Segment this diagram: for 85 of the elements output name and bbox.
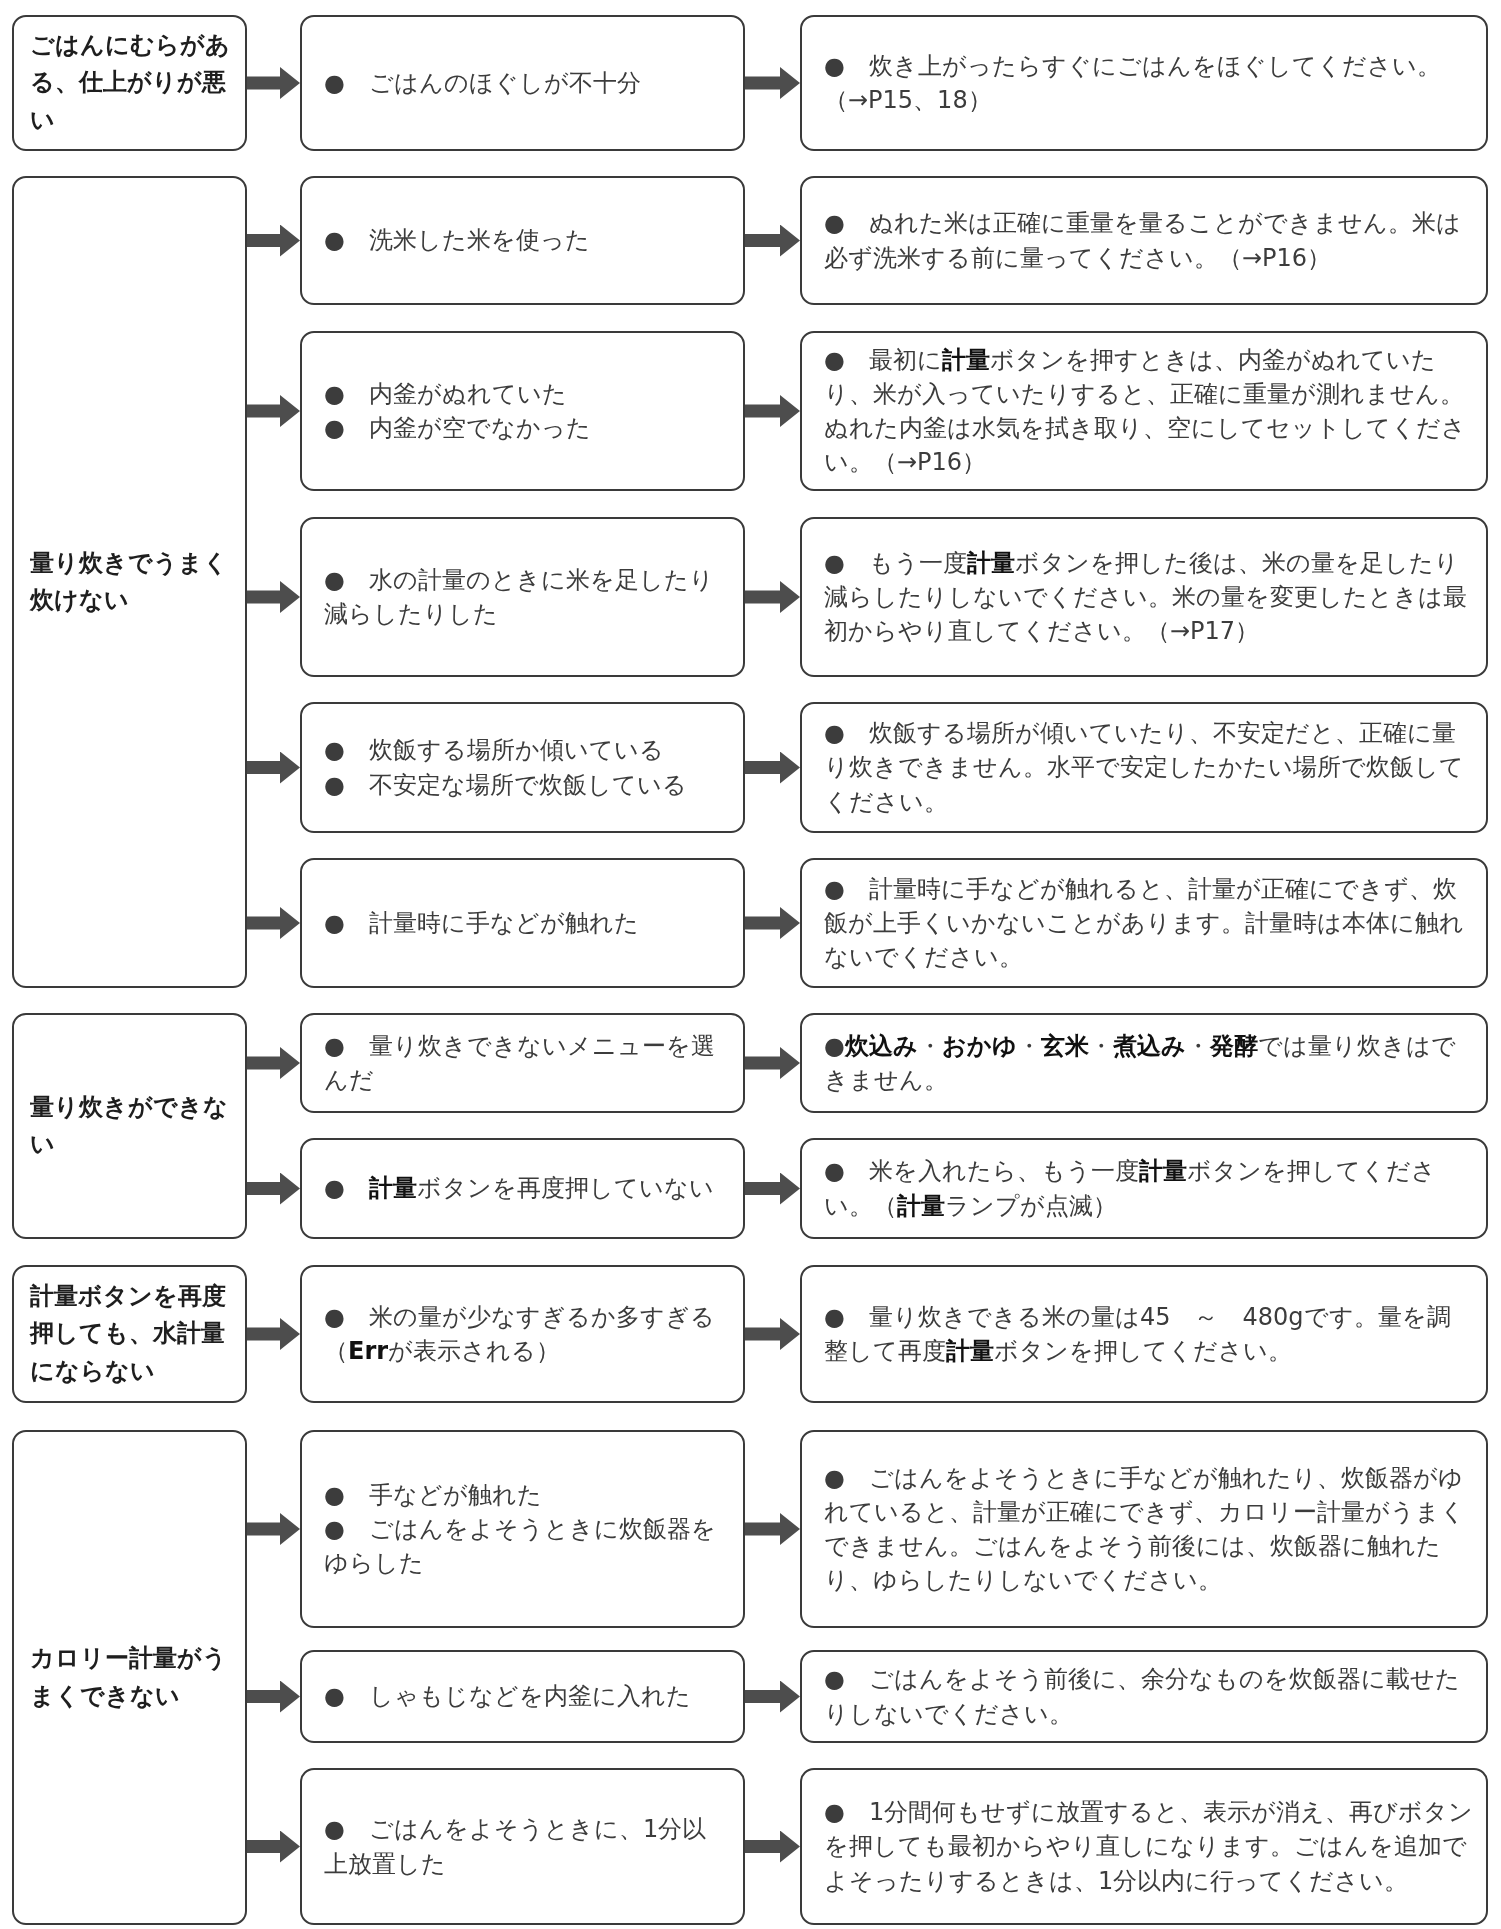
- cause-text: ● 計量時に手などが触れた: [324, 907, 639, 939]
- arrow: [745, 1830, 800, 1863]
- arrow: [745, 1318, 800, 1350]
- remedy-box: [800, 176, 1488, 305]
- remedy-box: [800, 1013, 1488, 1113]
- arrow: [745, 224, 800, 257]
- arrow: [745, 907, 800, 939]
- symptom-box: [12, 176, 247, 988]
- cause-text: ● 不安定な場所で炊飯している: [324, 769, 687, 801]
- arrow: [247, 395, 300, 427]
- cause-text: ● 米の量が少なすぎるか多すぎる（Errが表示される）: [324, 1301, 716, 1367]
- cause-text: ● 内釜がぬれていた: [324, 378, 567, 410]
- cause-text: ● 内釜が空でなかった: [324, 413, 591, 444]
- remedy-text: ● もう一度計量ボタンを押した後は、米の量を足したり減らしたりしないでください。米の量を変更したときは最初からやり直してください。（→P17）: [824, 547, 1468, 648]
- cause-box: [300, 702, 745, 833]
- arrow: [247, 1172, 300, 1205]
- symptom-text: 計量ボタンを再度押しても、水計量にならない: [30, 1281, 227, 1387]
- arrow: [247, 1830, 300, 1863]
- arrow: [247, 67, 300, 99]
- remedy-text: ● ごはんをよそうときに手などが触れたり、炊飯器がゆれていると、計量が正確にできず、カロリー計量がうまくできません。ごはんをよそう前後には、炊飯器に触れたり、ゆらしたりしないでください。: [824, 1462, 1466, 1597]
- cause-box: [300, 517, 745, 677]
- remedy-box: [800, 1138, 1488, 1239]
- symptom-box: [12, 1013, 247, 1239]
- cause-box: [300, 176, 745, 305]
- symptom-box: [12, 1430, 247, 1925]
- remedy-text: ● ごはんをよそう前後に、余分なものを炊飯器に載せたりしないでください。: [824, 1664, 1461, 1730]
- cause-text: ● しゃもじなどを内釜に入れた: [324, 1681, 691, 1713]
- cause-text: ● 手などが触れた: [324, 1479, 542, 1511]
- arrow: [745, 395, 800, 427]
- remedy-box: [800, 1430, 1488, 1628]
- cause-box: [300, 1138, 745, 1239]
- remedy-box: [800, 331, 1488, 491]
- remedy-text: ● 1分間何もせずに放置すると、表示が消え、再びボタンを押しても最初からやり直しになります。ごはんを追加でよそったりするときは、1分以内に行ってください。: [824, 1797, 1474, 1897]
- cause-box: [300, 1265, 745, 1403]
- arrow: [247, 751, 300, 784]
- cause-text: ● ごはんをよそうときに、1分以上放置した: [324, 1814, 708, 1880]
- arrow: [745, 581, 800, 613]
- symptom-box: [12, 1265, 247, 1403]
- cause-box: [300, 1650, 745, 1743]
- arrow: [247, 1047, 300, 1079]
- remedy-box: [800, 702, 1488, 833]
- arrow: [745, 67, 800, 99]
- remedy-text: ●炊込み・おかゆ・玄米・煮込み・発酵では量り炊きはできません。: [824, 1030, 1457, 1096]
- symptom-text: 量り炊きでうまく炊けない: [30, 547, 229, 616]
- arrow: [745, 1680, 800, 1713]
- remedy-text: ● 計量時に手などが触れると、計量が正確にできず、炊飯が上手くいかないことがあります。計量時は本体に触れないでください。: [824, 873, 1465, 974]
- arrow: [745, 1047, 800, 1079]
- cause-box: [300, 1768, 745, 1925]
- arrow: [745, 1172, 800, 1205]
- remedy-box: [800, 1768, 1488, 1925]
- arrow: [247, 581, 300, 613]
- symptom-box: [12, 15, 247, 151]
- remedy-text: ● 量り炊きできる米の量は45 ～ 480gです。量を調整して再度計量ボタンを押してください。: [824, 1301, 1452, 1367]
- remedy-text: ● 炊き上がったらすぐにごはんをほぐしてください。（→P15、18）: [824, 50, 1442, 116]
- remedy-box: [800, 15, 1488, 151]
- cause-box: [300, 15, 745, 151]
- remedy-box: [800, 517, 1488, 677]
- remedy-text: ● 米を入れたら、もう一度計量ボタンを押してください。（計量ランプが点滅）: [824, 1156, 1437, 1222]
- cause-box: [300, 331, 745, 491]
- arrow: [745, 751, 800, 784]
- cause-text: ● 洗米した米を使った: [324, 225, 590, 257]
- cause-text: ● ごはんのほぐしが不十分: [324, 67, 641, 99]
- cause-box: [300, 858, 745, 988]
- arrow: [247, 1680, 300, 1713]
- remedy-box: [800, 1650, 1488, 1743]
- arrow: [247, 1318, 300, 1350]
- arrow: [247, 907, 300, 939]
- cause-text: ● 炊飯する場所か傾いている: [324, 735, 664, 767]
- symptom-text: 量り炊きができない: [30, 1091, 229, 1160]
- remedy-text: ● 炊飯する場所が傾いていたり、不安定だと、正確に量り炊きできません。水平で安定したかたい場所で炊飯してください。: [824, 718, 1465, 818]
- cause-text: ● ごはんをよそうときに炊飯器をゆらした: [324, 1513, 717, 1580]
- cause-text: ● 水の計量のときに米を足したり減らしたりした: [324, 564, 715, 630]
- cause-text: ● 量り炊きできないメニューを選んだ: [324, 1030, 716, 1096]
- arrow: [247, 224, 300, 257]
- arrow: [745, 1513, 800, 1545]
- arrow: [247, 1513, 300, 1545]
- cause-text: ● 計量ボタンを再度押していない: [324, 1173, 714, 1205]
- cause-box: [300, 1430, 745, 1628]
- symptom-text: カロリー計量がうまくできない: [30, 1643, 228, 1712]
- remedy-box: [800, 858, 1488, 988]
- remedy-text: ● 最初に計量ボタンを押すときは、内釜がぬれていたり、米が入っていたりすると、正確に重量が測れません。ぬれた内釜は水気を拭き取り、空にしてセットしてください。（→P16）: [824, 344, 1467, 479]
- remedy-box: [800, 1265, 1488, 1403]
- remedy-text: ● ぬれた米は正確に重量を量ることができません。米は必ず洗米する前に量ってください。（→P16）: [824, 208, 1462, 274]
- symptom-text: ごはんにむらがある、仕上がりが悪い: [30, 30, 231, 136]
- cause-box: [300, 1013, 745, 1113]
